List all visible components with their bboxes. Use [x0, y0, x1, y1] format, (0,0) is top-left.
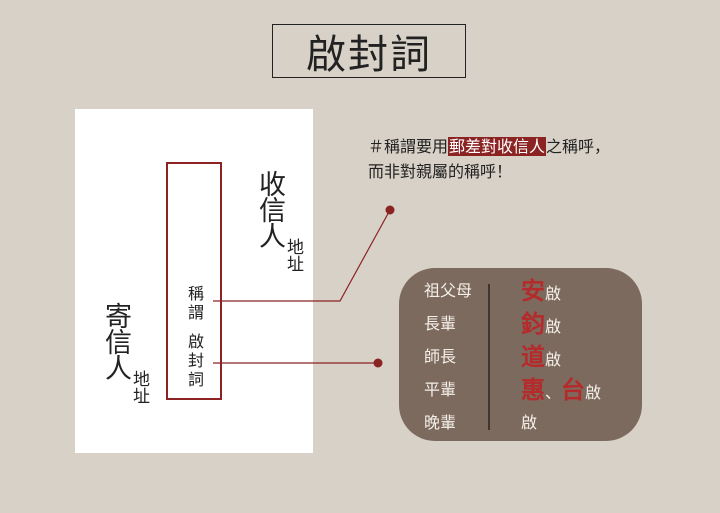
- row-rest: 啟: [545, 317, 562, 336]
- connector-closing-dot: [373, 358, 383, 368]
- row-value: 鈞啟: [521, 308, 561, 343]
- table-row: 平輩 惠、台啟: [0, 374, 720, 406]
- table-row: 長輩 鈞啟: [0, 308, 720, 340]
- note-highlight: 郵差對收信人: [448, 137, 547, 156]
- envelope: [75, 109, 313, 453]
- row-rest: 啟: [545, 284, 562, 303]
- row-red-char: 惠: [521, 376, 545, 404]
- row-red-char: 鈞: [521, 310, 545, 338]
- note-line-2: 而非對親屬的稱呼！: [368, 162, 513, 181]
- row-label: 師長: [424, 347, 457, 366]
- row-value: 惠、台啟: [521, 374, 601, 409]
- row-label: 晚輩: [424, 413, 457, 432]
- center-box: [166, 162, 222, 400]
- row-label: 祖父母: [424, 281, 473, 300]
- row-rest: 啟: [521, 413, 538, 432]
- note-prefix: ＃稱謂要用: [368, 137, 449, 156]
- closing-words-table: [399, 268, 642, 441]
- sender-address-suffix: 地址: [129, 370, 149, 404]
- row-separator: 、: [545, 383, 562, 402]
- row-rest: 啟: [585, 383, 602, 402]
- row-rest: 啟: [545, 350, 562, 369]
- row-label: 平輩: [424, 380, 457, 399]
- connector-title-dot: [385, 205, 395, 215]
- center-column-title: 稱謂: [185, 285, 204, 323]
- table-divider: [488, 284, 490, 430]
- table-row: 師長 道啟: [0, 341, 720, 373]
- page-title: 啟封詞: [272, 24, 466, 78]
- note-line-1: ＃稱謂要用郵差對收信人之稱呼，: [368, 134, 610, 159]
- sender-address-label: 寄信人: [100, 302, 131, 380]
- row-value: 道啟: [521, 341, 561, 376]
- recipient-address-suffix: 地址: [283, 238, 303, 272]
- row-label: 長輩: [424, 314, 457, 333]
- row-value: 安啟: [521, 275, 561, 310]
- row-value: 啟: [521, 407, 537, 439]
- table-row: 祖父母 安啟: [0, 275, 720, 307]
- connector-title-line: [213, 209, 391, 302]
- note-suffix: 之稱呼，: [546, 137, 611, 156]
- row-red-char: 台: [561, 376, 586, 404]
- note: ＃稱謂要用郵差對收信人之稱呼， 而非對親屬的稱呼！: [368, 134, 610, 184]
- row-red-char: 安: [521, 277, 545, 305]
- center-column-closing: 啟封詞: [185, 333, 204, 390]
- row-red-char: 道: [521, 343, 545, 371]
- table-row: 晚輩 啟: [0, 407, 720, 439]
- recipient-address-label: 收信人: [254, 170, 285, 248]
